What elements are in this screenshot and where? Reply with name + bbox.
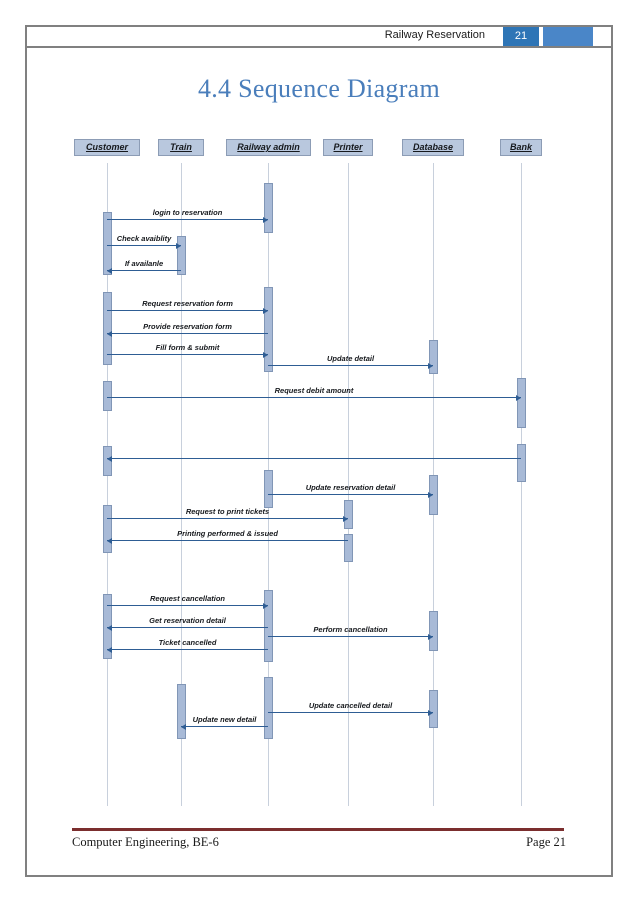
activation-bar [264, 677, 273, 739]
message-arrow [268, 494, 433, 495]
header-divider [25, 46, 613, 48]
activation-bar [429, 340, 438, 374]
activation-bar [103, 381, 112, 411]
page-title: 4.4 Sequence Diagram [197, 74, 441, 103]
message-arrow [107, 397, 521, 398]
message-arrow [107, 458, 521, 459]
arrow-head-icon [263, 603, 268, 609]
message-label: Perform cancellation [313, 625, 388, 634]
actor-box-bank: Bank [500, 139, 542, 156]
message-arrow [181, 726, 268, 727]
actor-label: Database [412, 142, 454, 152]
activation-bar [103, 212, 112, 275]
message-arrow [107, 518, 348, 519]
message-label: Update detail [326, 354, 375, 363]
actor-label: Train [170, 142, 192, 152]
actor-label: Customer [85, 142, 128, 152]
activation-bar [177, 684, 186, 739]
message-arrow [107, 354, 268, 355]
message-label: Printing performed & issued [177, 529, 278, 538]
activation-bar [517, 378, 526, 428]
actor-box-database: Database [402, 139, 464, 156]
message-label: Request reservation form [142, 299, 233, 308]
activation-bar [264, 287, 273, 372]
message-arrow [107, 310, 268, 311]
message-label: Fill form & submit [155, 343, 220, 352]
message-label: Ticket cancelled [158, 638, 217, 647]
activation-bar [429, 611, 438, 651]
arrow-head-icon [428, 710, 433, 716]
arrow-head-icon [107, 538, 112, 544]
message-label: Check avaiblity [116, 234, 172, 243]
activation-bar [103, 505, 112, 553]
message-arrow [107, 649, 268, 650]
activation-bar [264, 590, 273, 662]
message-arrow [107, 605, 268, 606]
arrow-head-icon [263, 217, 268, 223]
actor-label: Printer [333, 142, 363, 152]
arrow-head-icon [107, 625, 112, 631]
actor-box-train: Train [158, 139, 204, 156]
arrow-head-icon [107, 331, 112, 337]
activation-bar [517, 444, 526, 482]
activation-bar [344, 534, 353, 562]
activation-bar [264, 470, 273, 508]
message-label: Update reservation detail [305, 483, 396, 492]
arrow-head-icon [107, 647, 112, 653]
actor-label: Railway admin [237, 142, 300, 152]
page-frame [25, 25, 613, 877]
message-arrow [107, 540, 348, 541]
arrow-head-icon [107, 456, 112, 462]
footer-left-text: Computer Engineering, BE-6 [72, 835, 219, 849]
message-arrow [268, 365, 433, 366]
message-label: Request to print tickets [185, 507, 270, 516]
message-arrow [107, 333, 268, 334]
activation-bar [344, 500, 353, 529]
header-page-badge: 21 [503, 27, 539, 46]
lifeline-customer [107, 163, 108, 806]
actor-label: Bank [509, 142, 532, 152]
arrow-head-icon [428, 363, 433, 369]
footer-divider [72, 828, 564, 831]
message-label: login to reservation [152, 208, 223, 217]
message-label: Update cancelled detail [308, 701, 393, 710]
actor-box-printer: Printer [323, 139, 373, 156]
arrow-head-icon [516, 395, 521, 401]
message-arrow [107, 219, 268, 220]
footer-page-number: Page 21 [526, 835, 566, 849]
actor-box-customer: Customer [74, 139, 140, 156]
activation-bar [103, 292, 112, 365]
message-label: If availanle [124, 259, 164, 268]
message-label: Get reservation detail [149, 616, 226, 625]
activation-bar [177, 236, 186, 275]
message-label: Provide reservation form [143, 322, 232, 331]
message-label: Request debit amount [274, 386, 354, 395]
lifeline-bank [521, 163, 522, 806]
lifeline-train [181, 163, 182, 806]
header-title: Railway Reservation [384, 29, 485, 41]
message-arrow [107, 245, 181, 246]
activation-bar [429, 690, 438, 728]
lifeline-printer [348, 163, 349, 806]
page-header: Railway Reservation 21 [25, 26, 613, 48]
message-label: Update new detail [192, 715, 257, 724]
arrow-head-icon [428, 492, 433, 498]
message-arrow [268, 712, 433, 713]
arrow-head-icon [263, 352, 268, 358]
activation-bar [264, 183, 273, 233]
header-accent-block [543, 27, 593, 46]
message-arrow [268, 636, 433, 637]
message-arrow [107, 270, 181, 271]
arrow-head-icon [107, 268, 112, 274]
message-label: Request cancellation [149, 594, 226, 603]
actor-box-railway-admin: Railway admin [226, 139, 311, 156]
arrow-head-icon [428, 634, 433, 640]
message-arrow [107, 627, 268, 628]
arrow-head-icon [343, 516, 348, 522]
arrow-head-icon [181, 724, 186, 730]
arrow-head-icon [176, 243, 181, 249]
arrow-head-icon [263, 308, 268, 314]
